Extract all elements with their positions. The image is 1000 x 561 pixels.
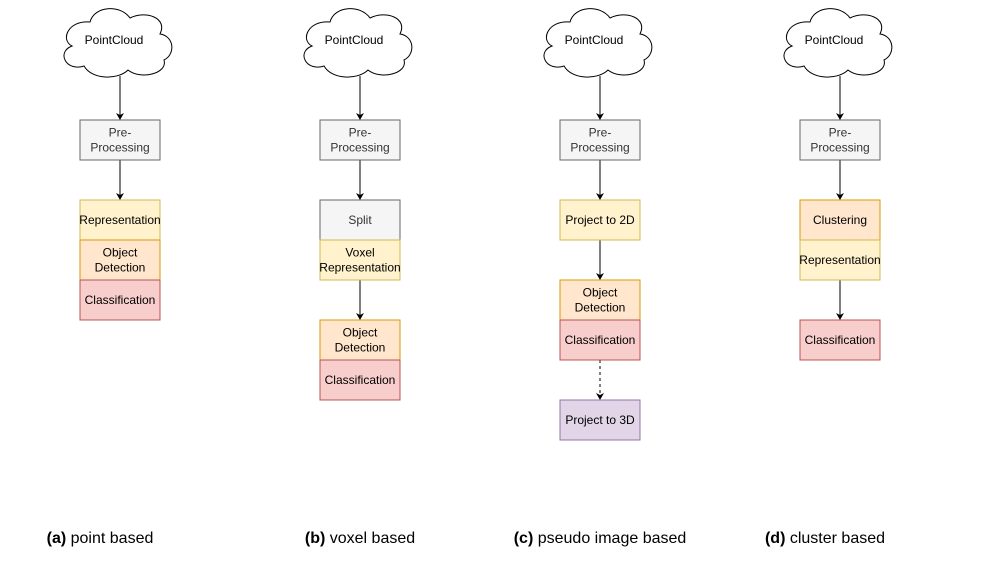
box-rect	[799, 119, 881, 161]
box-rect	[79, 279, 161, 321]
box-label-line: Classification	[325, 373, 396, 387]
caption-c: (c) pseudo image based	[514, 530, 687, 547]
box-label-line: Detection	[575, 301, 626, 315]
caption-text: pseudo image based	[533, 530, 686, 547]
box-classification: Classification	[319, 359, 401, 401]
cloud-label: PointCloud	[325, 33, 384, 47]
box-rect	[319, 359, 401, 401]
box-preproc: Pre-Processing	[319, 119, 401, 161]
box-classification: Classification	[79, 279, 161, 321]
column-b: PointCloudPre-ProcessingSplitVoxelRepres…	[303, 8, 413, 401]
box-label-line: Object	[583, 286, 618, 300]
box-preproc: Pre-Processing	[559, 119, 641, 161]
pointcloud-cloud: PointCloud	[543, 8, 653, 78]
box-label-line: Processing	[90, 141, 149, 155]
box-split: Split	[319, 199, 401, 241]
box-label-line: Project to 2D	[565, 213, 635, 227]
caption-d: (d) cluster based	[765, 530, 885, 547]
caption-a: (a) point based	[47, 530, 154, 547]
box-project-2d: Project to 2D	[559, 199, 641, 241]
box-label-line: Pre-	[109, 126, 132, 140]
box-preproc: Pre-Processing	[79, 119, 161, 161]
box-label-line: Representation	[319, 261, 400, 275]
box-label-line: Classification	[805, 333, 876, 347]
box-label-line: Object	[343, 326, 378, 340]
cloud-shape	[303, 8, 413, 78]
box-label-line: Pre-	[829, 126, 852, 140]
cloud-label: PointCloud	[85, 33, 144, 47]
box-clustering: Clustering	[799, 199, 881, 241]
cloud-shape	[63, 8, 173, 78]
box-rect	[559, 399, 641, 441]
box-label-line: Project to 3D	[565, 413, 635, 427]
pointcloud-cloud: PointCloud	[63, 8, 173, 78]
box-rect	[799, 319, 881, 361]
box-rect	[559, 319, 641, 361]
box-rect	[79, 119, 161, 161]
column-a: PointCloudPre-ProcessingRepresentationOb…	[63, 8, 173, 321]
box-rect	[79, 239, 161, 281]
box-label-line: Classification	[565, 333, 636, 347]
caption-text: voxel based	[325, 530, 415, 547]
box-classification: Classification	[559, 319, 641, 361]
caption-letter: (b)	[305, 530, 325, 547]
box-rect	[559, 279, 641, 321]
box-rect	[799, 239, 881, 281]
box-rect	[319, 319, 401, 361]
box-label-line: Object	[103, 246, 138, 260]
box-label-line: Processing	[570, 141, 629, 155]
caption-letter: (a)	[47, 530, 67, 547]
box-label-line: Representation	[799, 253, 880, 267]
cloud-shape	[543, 8, 653, 78]
box-label-line: Clustering	[813, 213, 867, 227]
box-preproc: Pre-Processing	[799, 119, 881, 161]
box-label-line: Split	[348, 213, 372, 227]
box-classification: Classification	[799, 319, 881, 361]
box-label-line: Pre-	[349, 126, 372, 140]
box-rect	[799, 199, 881, 241]
box-rect	[319, 119, 401, 161]
box-representation: Representation	[799, 239, 881, 281]
box-label-line: Processing	[330, 141, 389, 155]
box-rect	[559, 119, 641, 161]
box-rect	[319, 199, 401, 241]
box-label-line: Classification	[85, 293, 156, 307]
pointcloud-cloud: PointCloud	[303, 8, 413, 78]
caption-letter: (d)	[765, 530, 785, 547]
box-label-line: Pre-	[589, 126, 612, 140]
box-label-line: Detection	[95, 261, 146, 275]
box-representation: Representation	[79, 199, 161, 241]
box-rect	[559, 199, 641, 241]
box-label-line: Detection	[335, 341, 386, 355]
column-d: PointCloudPre-ProcessingClusteringRepres…	[783, 8, 893, 361]
cloud-label: PointCloud	[565, 33, 624, 47]
caption-letter: (c)	[514, 530, 534, 547]
caption-text: point based	[66, 530, 153, 547]
box-project-3d: Project to 3D	[559, 399, 641, 441]
pointcloud-cloud: PointCloud	[783, 8, 893, 78]
cloud-shape	[783, 8, 893, 78]
box-rect	[319, 239, 401, 281]
caption-b: (b) voxel based	[305, 530, 415, 547]
box-label-line: Representation	[79, 213, 160, 227]
caption-text: cluster based	[785, 530, 885, 547]
box-label-line: Voxel	[345, 246, 374, 260]
box-label-line: Processing	[810, 141, 869, 155]
cloud-label: PointCloud	[805, 33, 864, 47]
